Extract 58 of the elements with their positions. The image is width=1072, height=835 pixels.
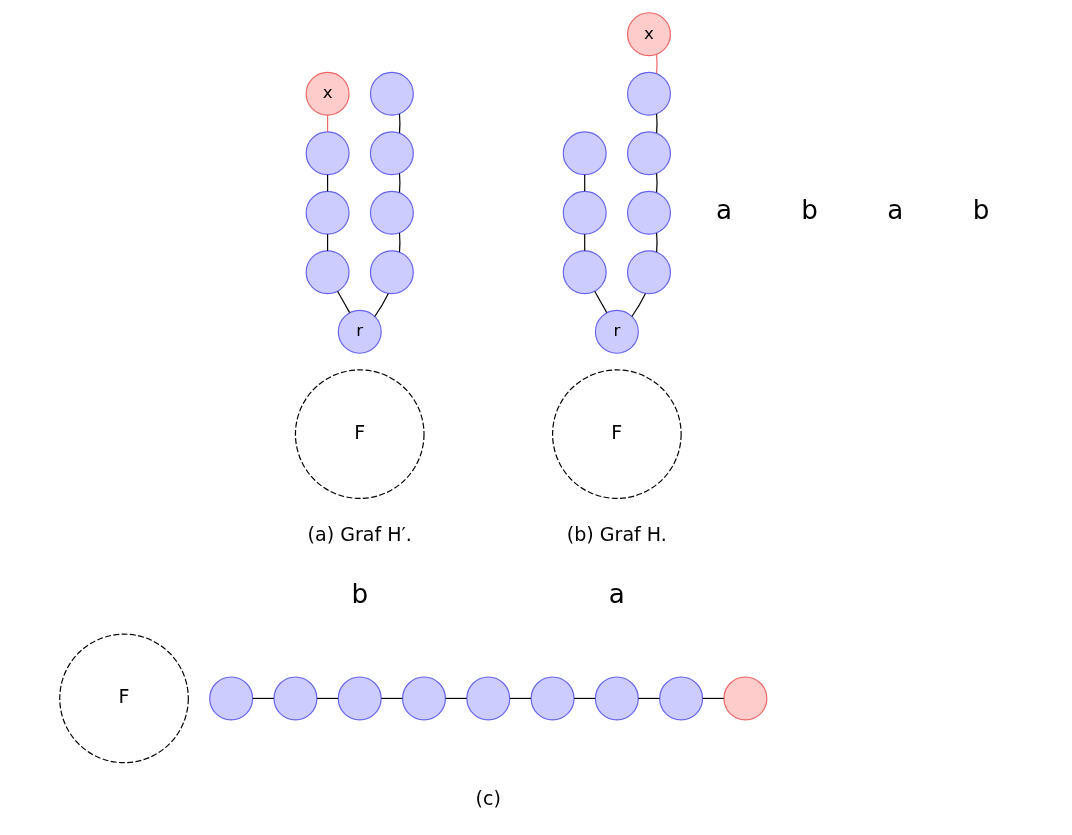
node-circle: [626, 250, 671, 295]
node-circle: [530, 676, 575, 721]
connector: [251, 697, 274, 699]
label: b: [972, 195, 989, 226]
node-circle: [562, 131, 607, 176]
connector: [655, 113, 658, 134]
connector: [398, 232, 400, 253]
node-circle: F: [58, 633, 189, 764]
node-circle: [594, 676, 639, 721]
node-circle: [401, 676, 446, 721]
label: a: [715, 195, 732, 226]
label: a: [608, 578, 625, 609]
node-circle: [369, 131, 414, 176]
label: b: [350, 578, 368, 609]
connector: [373, 292, 389, 318]
connector: [398, 172, 400, 194]
node-circle: [562, 190, 607, 235]
connector: [336, 290, 350, 314]
node-circle: [272, 676, 317, 721]
label: (c): [475, 787, 501, 810]
node-circle: x: [305, 71, 350, 116]
connector: [655, 53, 658, 74]
connector: [701, 697, 724, 699]
node-circle: [208, 676, 253, 721]
node-circle: x: [626, 12, 671, 57]
node-circle: r: [337, 309, 382, 354]
label: (b) Graf H.: [566, 523, 667, 546]
node-circle: [369, 71, 414, 116]
connector: [637, 697, 660, 699]
connector: [655, 232, 658, 253]
connector: [444, 697, 467, 699]
node-circle: [626, 71, 671, 116]
connector: [630, 292, 646, 318]
node-circle: [465, 676, 510, 721]
label: b: [800, 195, 818, 226]
label: (a) Graf H′.: [307, 523, 412, 546]
connector: [508, 697, 531, 699]
connector: [573, 697, 596, 699]
node-circle: [722, 676, 767, 721]
connector: [655, 172, 658, 194]
node-circle: r: [594, 309, 639, 354]
node-circle: [305, 250, 350, 295]
node-circle: F: [294, 369, 425, 500]
node-circle: [369, 250, 414, 295]
node-circle: [337, 676, 382, 721]
node-circle: [305, 190, 350, 235]
node-circle: F: [551, 369, 682, 500]
node-circle: [305, 131, 350, 176]
connector: [315, 697, 339, 699]
node-circle: [562, 250, 607, 295]
node-circle: [658, 676, 703, 721]
connector: [398, 113, 400, 134]
connector: [380, 697, 403, 699]
node-circle: [369, 190, 414, 235]
label: a: [886, 195, 903, 226]
node-circle: [626, 131, 671, 176]
node-circle: [626, 190, 671, 235]
connector: [593, 290, 607, 314]
